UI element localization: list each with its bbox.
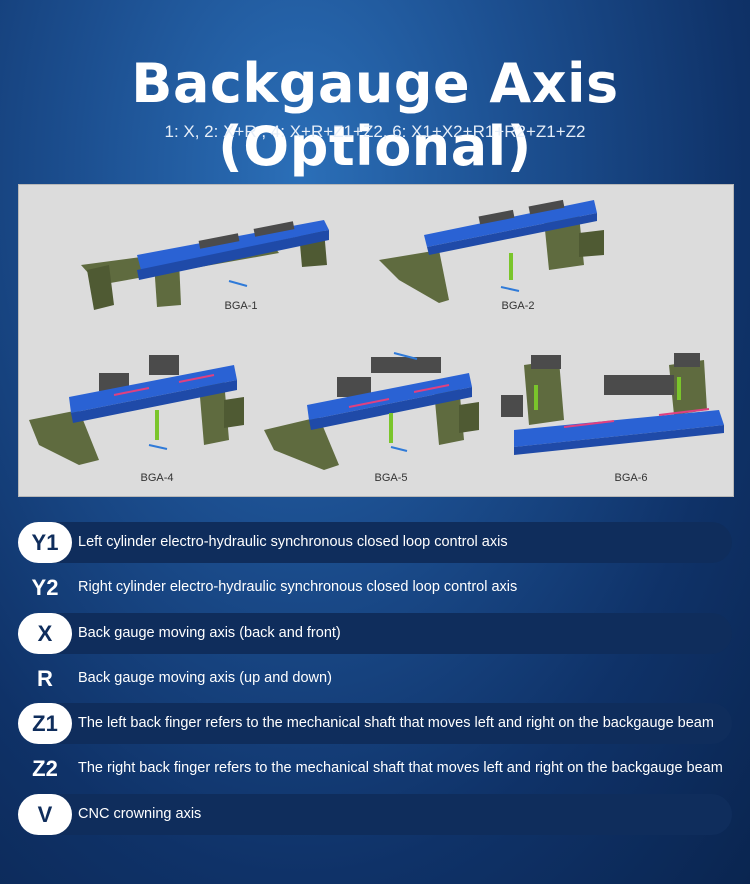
caption-bga-1: BGA-1 xyxy=(224,300,258,312)
axis-description: CNC crowning axis xyxy=(78,805,202,822)
bga-4-machine xyxy=(29,355,244,465)
axis-description: Left cylinder electro-hydraulic synchron… xyxy=(78,534,508,550)
bga-6-machine xyxy=(501,353,724,455)
axis-code-badge: Z2 xyxy=(32,756,58,782)
caption-bga-5: BGA-5 xyxy=(374,472,408,484)
axis-description: Right cylinder electro-hydraulic synchro… xyxy=(78,579,518,596)
axis-code-badge: R xyxy=(37,665,53,691)
axis-row-y1: Y1 Left cylinder electro-hydraulic synch… xyxy=(18,520,732,565)
axis-row-r: R Back gauge moving axis (up and down) xyxy=(18,656,732,701)
caption-bga-4: BGA-4 xyxy=(140,472,174,484)
axis-code-badge: X xyxy=(18,612,72,654)
caption-bga-6: BGA-6 xyxy=(614,472,648,484)
backgauge-drawings xyxy=(29,199,724,470)
axis-description: Back gauge moving axis (up and down) xyxy=(78,669,332,686)
page-subtitle: 1: X, 2: X+R , 4: X+R+Z1+Z2, 6: X1+X2+R1… xyxy=(164,122,586,141)
axis-code-badge: Z1 xyxy=(18,703,72,745)
axis-row-background xyxy=(40,612,732,654)
axis-row-background xyxy=(40,793,732,835)
axis-code-badge: V xyxy=(18,793,72,835)
page-title: Backgauge Axis (Optional) xyxy=(131,52,619,178)
caption-bga-2: BGA-2 xyxy=(501,300,535,312)
backgauge-illustration: BGA-1 BGA-2 BGA-4 BGA-5 BGA-6 xyxy=(18,184,734,497)
axis-row-y2: Y2 Right cylinder electro-hydraulic sync… xyxy=(18,565,732,610)
axis-row-background xyxy=(40,522,732,563)
axis-list: Y1 Left cylinder electro-hydraulic synch… xyxy=(18,520,732,837)
axis-row-z1: Z1 The left back finger refers to the me… xyxy=(18,701,732,746)
axis-row-x: X Back gauge moving axis (back and front… xyxy=(18,611,732,656)
bga-2-machine xyxy=(379,199,604,303)
axis-description: The left back finger refers to the mecha… xyxy=(78,715,714,732)
bga-1-machine xyxy=(81,220,329,310)
axis-row-background xyxy=(40,703,732,745)
axis-row-v: V CNC crowning axis xyxy=(18,792,732,837)
axis-row-z2: Z2 The right back finger refers to the m… xyxy=(18,746,732,791)
axis-code-badge: Y2 xyxy=(31,575,59,601)
axis-description: The right back finger refers to the mech… xyxy=(78,760,723,777)
axis-code-badge: Y1 xyxy=(18,522,72,563)
axis-description: Back gauge moving axis (back and front) xyxy=(78,624,341,641)
bga-5-machine xyxy=(264,352,479,470)
